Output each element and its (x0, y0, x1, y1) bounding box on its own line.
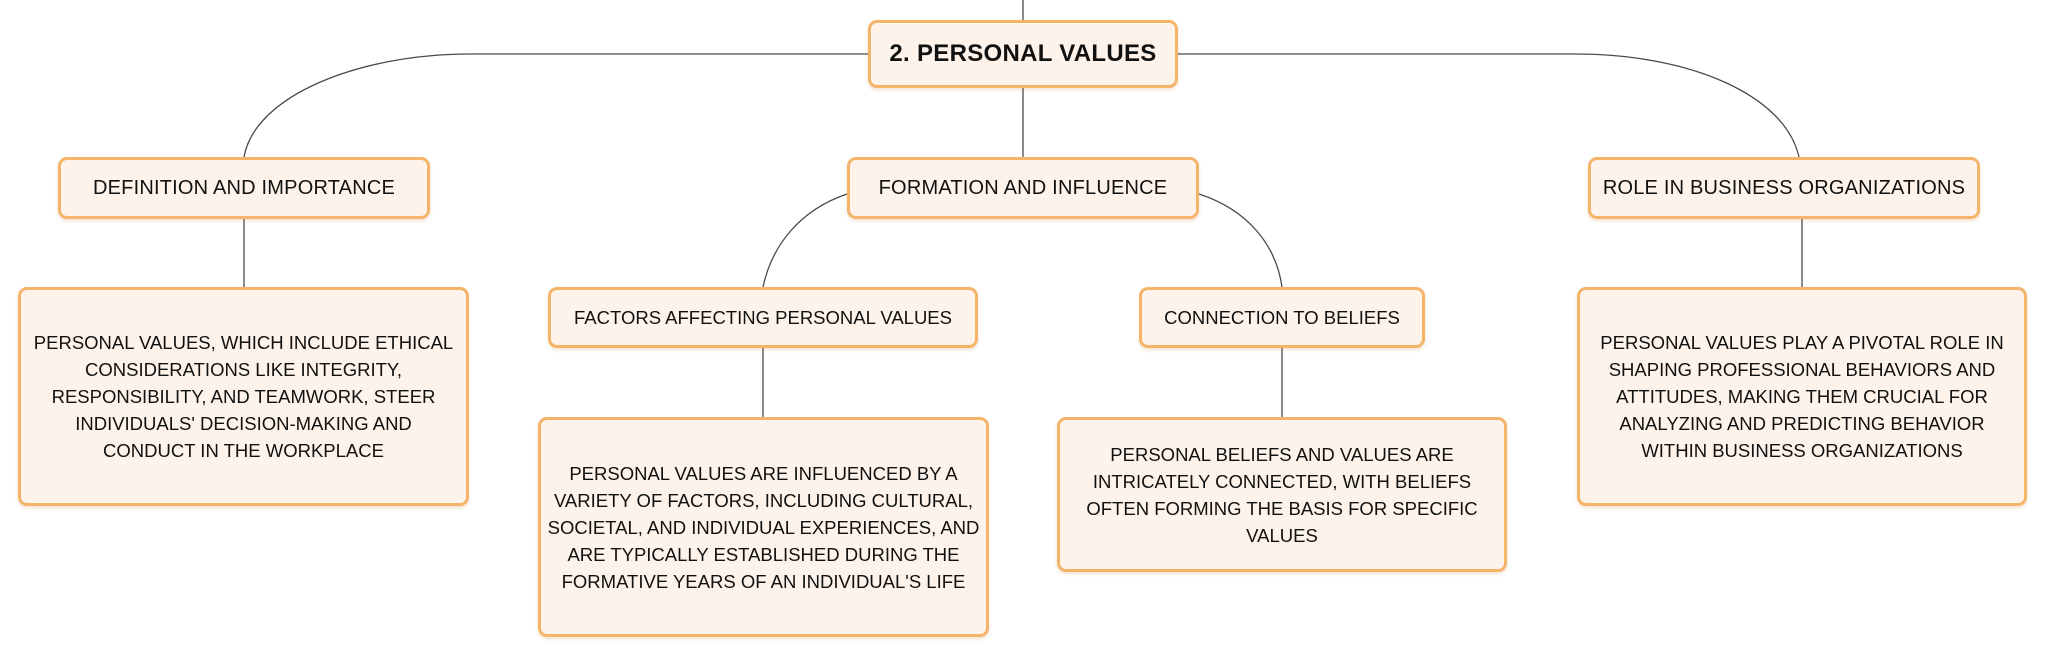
role-text-node[interactable]: PERSONAL VALUES PLAY A PIVOTAL ROLE IN S… (1577, 287, 2027, 506)
definition-text-node[interactable]: PERSONAL VALUES, WHICH INCLUDE ETHICAL C… (18, 287, 469, 506)
connector-formation-to-factors (762, 193, 848, 288)
factors-text: PERSONAL VALUES ARE INFLUENCED BY A VARI… (547, 462, 980, 592)
beliefs-node[interactable]: CONNECTION TO BELIEFS (1139, 287, 1425, 348)
definition-text: PERSONAL VALUES, WHICH INCLUDE ETHICAL C… (33, 332, 454, 461)
connector-formation-to-beliefs (1198, 193, 1283, 288)
role-node-label: ROLE IN BUSINESS ORGANIZATIONS (1602, 176, 1966, 199)
definition-node[interactable]: DEFINITION AND IMPORTANCE (58, 157, 430, 219)
connector-root-to-definition (243, 53, 868, 158)
root-node-label: 2. PERSONAL VALUES (889, 40, 1157, 67)
beliefs-node-label: CONNECTION TO BELIEFS (1164, 306, 1400, 328)
beliefs-text-node[interactable]: PERSONAL BELIEFS AND VALUES ARE INTRICAT… (1057, 417, 1507, 572)
definition-node-label: DEFINITION AND IMPORTANCE (92, 176, 396, 199)
factors-node[interactable]: FACTORS AFFECTING PERSONAL VALUES (548, 287, 978, 348)
factors-node-label: FACTORS AFFECTING PERSONAL VALUES (574, 306, 952, 328)
formation-node-label: FORMATION AND INFLUENCE (878, 176, 1168, 199)
role-node[interactable]: ROLE IN BUSINESS ORGANIZATIONS (1588, 157, 1980, 219)
role-text: PERSONAL VALUES PLAY A PIVOTAL ROLE IN S… (1600, 332, 2004, 461)
factors-text-node[interactable]: PERSONAL VALUES ARE INFLUENCED BY A VARI… (538, 417, 989, 637)
root-node[interactable]: 2. PERSONAL VALUES (868, 20, 1178, 88)
formation-node[interactable]: FORMATION AND INFLUENCE (847, 157, 1199, 219)
connector-root-to-role (1178, 53, 1800, 158)
beliefs-text: PERSONAL BELIEFS AND VALUES ARE INTRICAT… (1086, 443, 1478, 546)
